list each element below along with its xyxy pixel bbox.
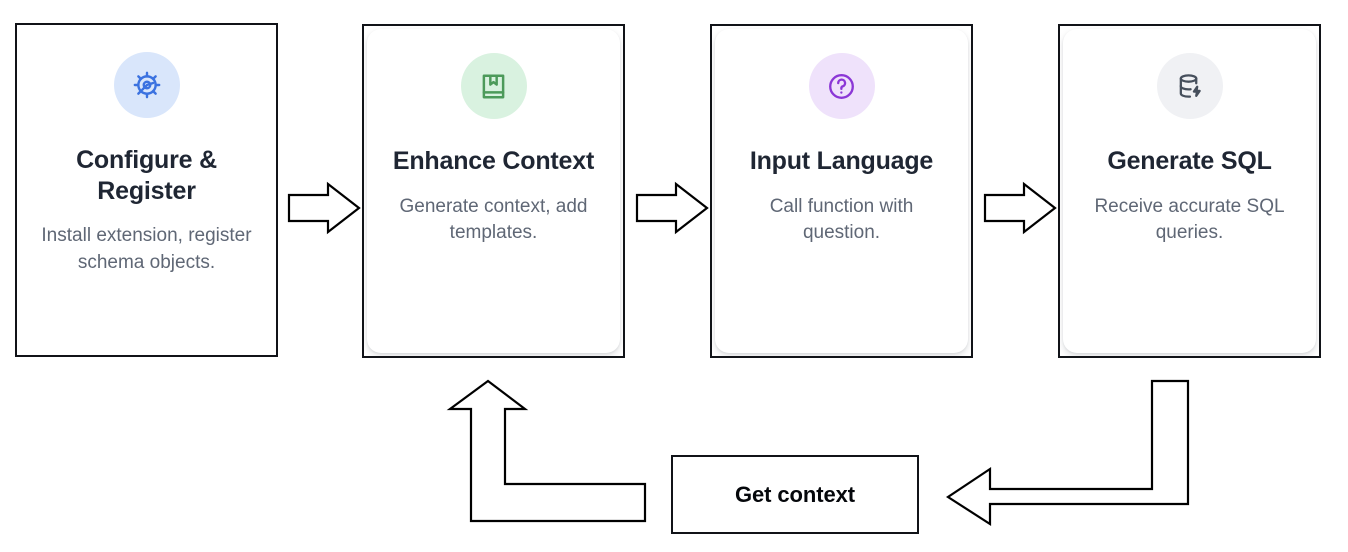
arrow-step3-step4 (983, 181, 1057, 235)
step-title: Enhance Context (392, 147, 595, 175)
step-card-body: Generate SQL Receive accurate SQL querie… (1063, 29, 1316, 353)
step-card-enhance-context[interactable]: Enhance Context Generate context, add te… (362, 24, 625, 358)
arrow-step1-step2 (287, 181, 361, 235)
step-card-generate-sql[interactable]: Generate SQL Receive accurate SQL querie… (1058, 24, 1321, 358)
step-card-body: Enhance Context Generate context, add te… (367, 29, 620, 353)
step-description: Receive accurate SQL queries. (1094, 195, 1285, 244)
step-description: Install extension, register schema objec… (41, 225, 252, 273)
book-bookmark-icon (482, 74, 505, 98)
step-description: Generate context, add templates. (399, 195, 588, 244)
step-title: Input Language (749, 147, 934, 175)
step-title: Generate SQL (1107, 147, 1272, 175)
arrow-loopbox-step2 (446, 379, 647, 523)
step-description: Call function with question. (769, 195, 914, 244)
step-card-body: Input Language Call function with questi… (715, 29, 968, 353)
step-card-configure-register[interactable]: Configure & Register Install extension, … (15, 23, 278, 357)
step-card-input-language[interactable]: Input Language Call function with questi… (710, 24, 973, 358)
step-card-body: Configure & Register Install extension, … (20, 28, 273, 352)
arrow-step4-loopbox (945, 379, 1190, 527)
gear-icon (133, 71, 160, 99)
get-context-box[interactable]: Get context (671, 455, 919, 534)
question-circle-icon (829, 73, 854, 99)
step-title: Configure & Register (76, 146, 217, 205)
get-context-label: Get context (735, 481, 855, 507)
database-bolt-icon (1179, 73, 1201, 98)
arrow-step2-step3 (635, 181, 709, 235)
gear-icon-badge (113, 52, 180, 118)
database-bolt-icon-badge (1156, 53, 1223, 119)
question-circle-icon-badge (808, 53, 875, 119)
book-bookmark-icon-badge (460, 53, 527, 119)
